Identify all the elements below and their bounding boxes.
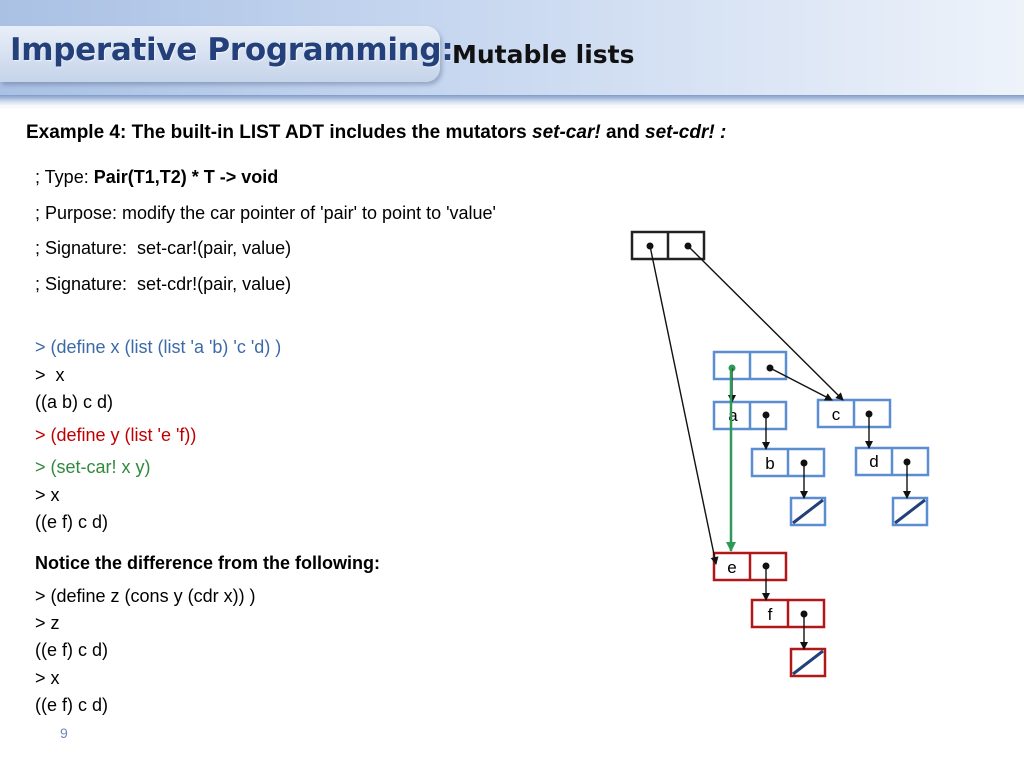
arrow-head-cdr-to-c: [769, 367, 833, 401]
pair-b: b: [750, 447, 826, 478]
example-prefix: Example 4: The built-in LIST ADT include…: [26, 122, 533, 143]
header-divider: [0, 95, 1024, 107]
repl-x-prompt-3: > x: [35, 668, 60, 688]
type-comment: ; Type: Pair(T1,T2) * T -> void: [35, 167, 278, 188]
repl-define-y: > (define y (list 'e 'f)): [35, 425, 197, 445]
repl-x-prompt-2: > x: [35, 485, 60, 505]
pair-a: a: [712, 400, 788, 431]
pointer-arrows: [649, 245, 911, 650]
purpose-comment: ; Purpose: modify the car pointer of 'pa…: [35, 203, 496, 223]
page-number: 9: [60, 725, 68, 741]
repl-x-output: ((a b) c d): [35, 392, 114, 412]
example-middle: and: [600, 122, 646, 143]
repl-define-z: > (define z (cons y (cdr x)) ): [35, 586, 256, 606]
arrow-x-cdr-to-c: [687, 245, 844, 401]
pair-e: e: [712, 551, 788, 582]
signature-set-car: ; Signature: set-car!(pair, value): [35, 238, 292, 258]
null-after-d: [891, 496, 929, 527]
type-value: Pair(T1,T2) * T -> void: [93, 167, 279, 187]
pair-d: d: [854, 446, 930, 477]
null-after-f: [789, 647, 827, 678]
repl-set-car: > (set-car! x y): [35, 457, 151, 477]
slide-title: Imperative Programming:: [10, 32, 454, 68]
example-heading: Example 4: The built-in LIST ADT include…: [26, 122, 726, 144]
symbol-d: d: [869, 452, 878, 471]
header-band: Imperative Programming: Mutable lists: [0, 0, 1024, 108]
type-prefix: ; Type:: [35, 167, 94, 187]
mutator-set-cdr: set-cdr! :: [645, 122, 727, 143]
notice-heading: Notice the difference from the following…: [35, 553, 381, 573]
arrow-x-car-to-e: [649, 245, 719, 565]
pair-ab-head: [712, 350, 788, 381]
repl-x-output-2: ((e f) c d): [35, 512, 109, 532]
repl-x-output-3: ((e f) c d): [35, 695, 109, 715]
repl-x-prompt: > x: [35, 365, 65, 385]
repl-z-prompt: > z: [35, 613, 60, 633]
symbol-b: b: [765, 454, 774, 473]
signature-set-cdr: ; Signature: set-cdr!(pair, value): [35, 274, 292, 294]
title-tab: [0, 26, 440, 82]
symbol-a: a: [728, 406, 738, 425]
symbol-f: f: [768, 605, 773, 624]
symbol-e: e: [727, 558, 736, 577]
pair-c: c: [816, 398, 892, 429]
pair-f: f: [750, 598, 826, 629]
repl-define-x: > (define x (list (list 'a 'b) 'c 'd) ): [35, 337, 282, 357]
symbol-c: c: [832, 405, 841, 424]
pair-x: [630, 230, 706, 261]
slide-subtitle: Mutable lists: [452, 40, 635, 69]
repl-z-output: ((e f) c d): [35, 640, 109, 660]
null-after-b: [789, 496, 827, 527]
mutator-set-car: set-car!: [532, 122, 601, 143]
